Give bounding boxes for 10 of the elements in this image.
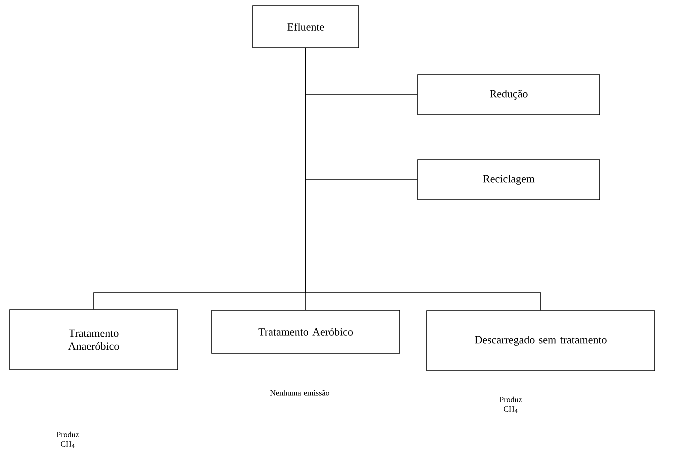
note-text: Nenhuma emissão (270, 390, 330, 396)
process-box: Efluente (252, 6, 360, 48)
note-text: Produz CH$_{4}$ (500, 396, 522, 414)
note-text: Produz CH$_{4}$ (56, 432, 80, 448)
process-box: Reciclagem (418, 160, 600, 200)
process-box: Descarregado sem tratamento (426, 310, 656, 372)
connector-line (306, 48, 542, 311)
process-box: Redução (418, 74, 600, 116)
process-box: Tratamento Aeróbico (212, 310, 400, 354)
process-box: Tratamento Anaeróbico (10, 310, 178, 370)
